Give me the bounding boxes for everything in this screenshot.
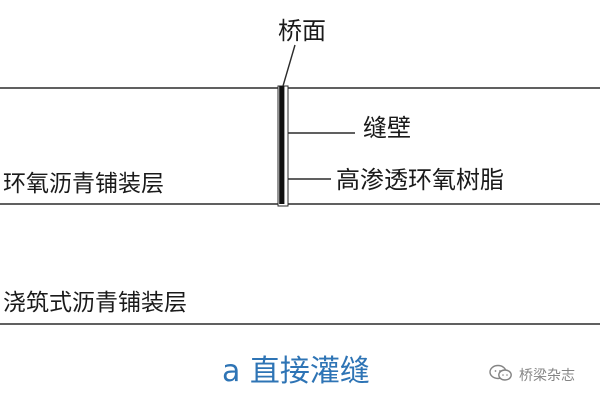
resin-label: 高渗透环氧树脂	[336, 166, 504, 194]
figure-caption: a 直接灌缝	[222, 354, 370, 389]
joint-wall-label: 缝壁	[363, 114, 411, 142]
wechat-icon	[489, 364, 513, 386]
bottom-layer-label: 浇筑式沥青铺装层	[3, 290, 187, 316]
deck-label: 桥面	[278, 17, 326, 45]
resin-fill	[279, 86, 285, 204]
watermark-text: 桥梁杂志	[519, 368, 575, 384]
top-layer-label: 环氧沥青铺装层	[3, 171, 164, 197]
watermark: 桥梁杂志	[489, 364, 575, 386]
deck-leader-line	[282, 44, 296, 87]
